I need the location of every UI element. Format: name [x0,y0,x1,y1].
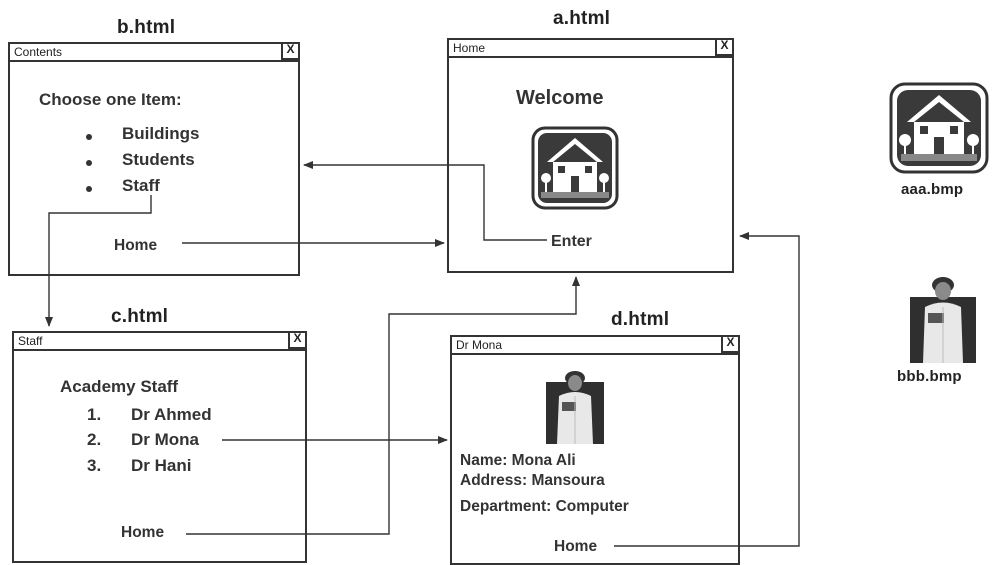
home-link[interactable]: Home [121,524,165,541]
staff-heading: Academy Staff [60,377,179,396]
close-button[interactable]: X [288,331,305,349]
file-label-aaa: aaa.bmp [901,181,964,198]
bullet-icon [86,186,92,192]
contents-heading: Choose one Item: [39,90,182,109]
house-icon [531,126,619,210]
bullet-icon [86,134,92,140]
home-link[interactable]: Home [114,237,158,254]
welcome-heading: Welcome [516,87,604,109]
link-students[interactable]: Students [122,150,195,169]
close-button[interactable]: X [721,335,738,353]
dr-mona-window: Dr Mona X Name: Mona Ali Address: Mansou… [450,335,740,565]
link-staff[interactable]: Staff [122,176,160,195]
address-field: Address: Mansoura [460,472,605,489]
link-dr-hani[interactable]: Dr Hani [131,456,192,475]
name-field: Name: Mona Ali [460,452,576,469]
close-button[interactable]: X [715,38,732,56]
link-buildings[interactable]: Buildings [122,124,200,143]
file-label-d: d.html [611,309,670,330]
dr-mona-titlebar: Dr Mona X [452,335,738,355]
file-label-b: b.html [117,17,176,38]
department-field: Department: Computer [460,498,629,515]
enter-link[interactable]: Enter [551,233,592,250]
file-label-a: a.html [553,8,611,29]
dr-mona-title: Dr Mona [456,338,503,352]
close-button[interactable]: X [281,42,298,60]
home-title: Home [453,41,486,55]
list-number: 3. [87,456,102,475]
person-icon [910,277,976,363]
file-label-bbb: bbb.bmp [897,368,962,385]
house-icon [889,82,989,174]
link-dr-mona[interactable]: Dr Mona [131,430,199,449]
contents-window: Contents X Choose one Item: Buildings St… [8,42,300,276]
link-dr-ahmed[interactable]: Dr Ahmed [131,405,212,424]
home-link[interactable]: Home [554,538,598,555]
person-photo [546,371,604,444]
file-label-c: c.html [111,306,169,327]
bullet-icon [86,160,92,166]
contents-titlebar: Contents X [10,42,298,62]
home-titlebar: Home X [449,38,732,58]
staff-window: Staff X Academy Staff 1. Dr Ahmed 2. Dr … [12,331,307,563]
staff-titlebar: Staff X [14,331,305,351]
contents-title: Contents [14,45,63,59]
list-number: 2. [87,430,102,449]
home-window: Home X Welcome Enter [447,38,734,273]
list-number: 1. [87,405,102,424]
staff-title: Staff [18,334,43,348]
